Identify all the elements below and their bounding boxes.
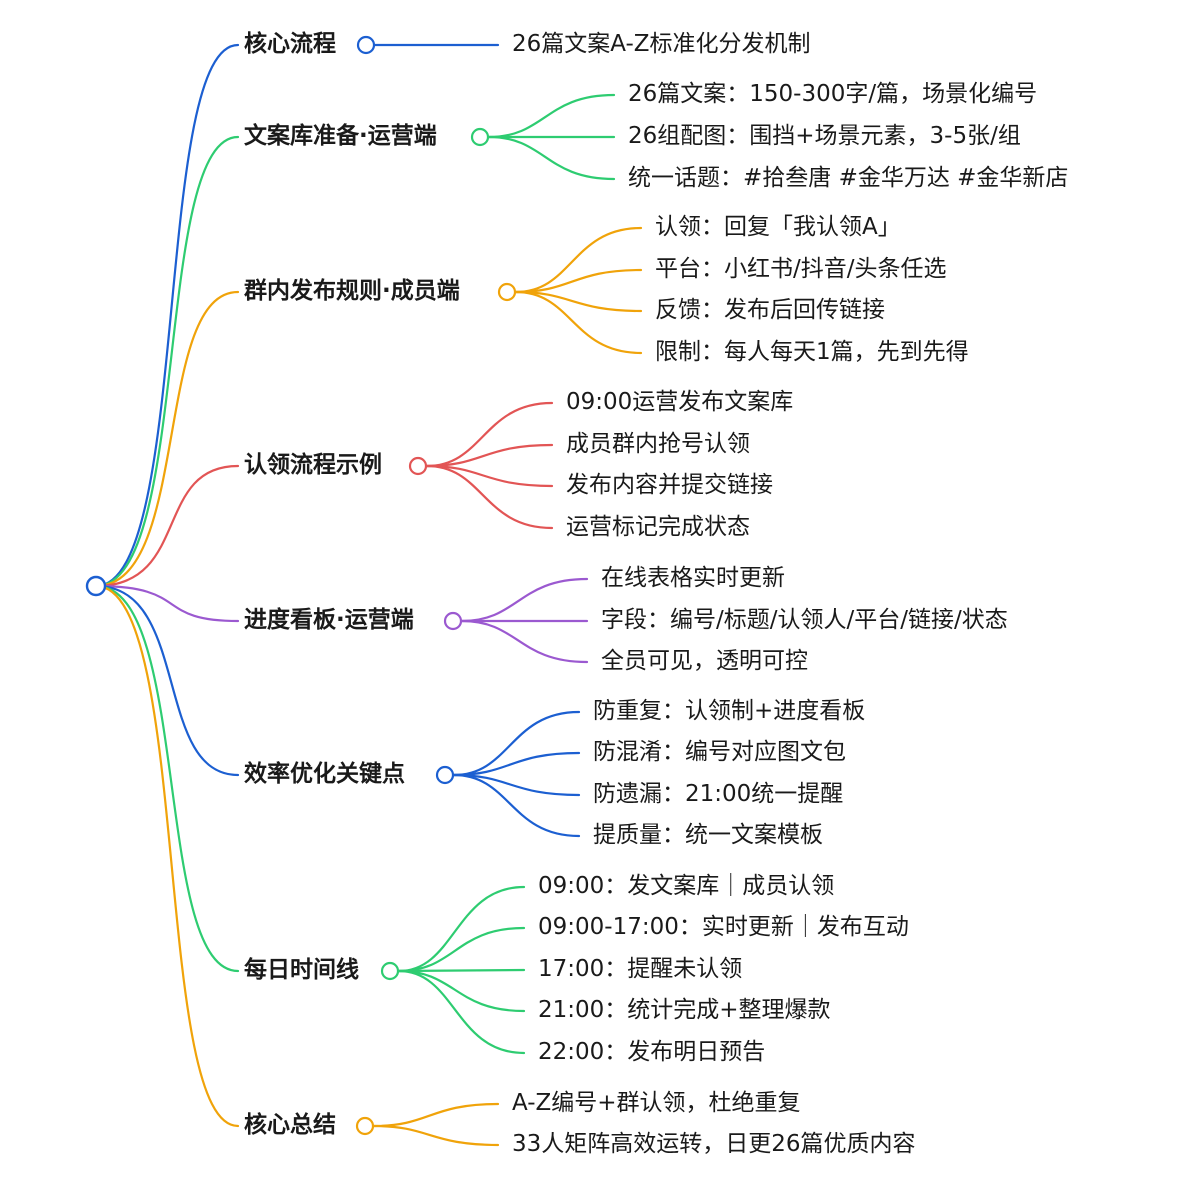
branch-leaf-connector — [372, 1102, 500, 1128]
branch-leaf-connector — [452, 773, 581, 838]
leaf-label: 26篇文案：150-300字/篇，场景化编号 — [628, 81, 1038, 107]
leaf-label: 防混淆：编号对应图文包 — [593, 739, 846, 765]
branch-leaf-connector — [514, 290, 643, 355]
leaf-label: 防重复：认领制+进度看板 — [593, 698, 866, 724]
leaf-label: 统一话题：#拾叁唐 #金华万达 #金华新店 — [628, 165, 1069, 191]
root-branch-connector — [94, 43, 240, 588]
root-branch-connector — [94, 584, 240, 623]
root-branch-connector — [94, 135, 240, 588]
branch-label-board: 进度看板·运营端 — [244, 607, 414, 633]
leaf-label: 09:00运营发布文案库 — [566, 389, 794, 415]
leaf-label: 21:00：统计完成+整理爆款 — [538, 997, 831, 1023]
branch-leaf-connector — [460, 619, 589, 664]
branch-leaf-connector — [452, 710, 581, 777]
branch-node-circle — [356, 35, 376, 55]
branch-leaf-connector — [452, 773, 581, 797]
branch-node-circle — [497, 282, 517, 302]
leaf-label: 运营标记完成状态 — [566, 514, 750, 540]
branch-leaf-connector — [425, 464, 554, 530]
branch-leaf-connector — [425, 464, 554, 488]
branch-leaf-connector — [460, 577, 589, 623]
branch-leaf-connector — [487, 93, 616, 139]
branch-node-circle — [470, 127, 490, 147]
branch-leaf-connector — [452, 751, 581, 777]
branch-label-core: 核心流程 — [244, 31, 336, 57]
leaf-label: 反馈：发布后回传链接 — [655, 297, 885, 323]
leaf-label: 22:00：发布明日预告 — [538, 1039, 766, 1065]
leaf-label: 防遗漏：21:00统一提醒 — [593, 781, 844, 807]
branch-leaf-connector — [514, 290, 643, 313]
branch-label-summary: 核心总结 — [244, 1112, 336, 1138]
leaf-label: 平台：小红书/抖音/头条任选 — [655, 256, 947, 282]
branch-leaf-connector — [397, 969, 526, 1013]
leaf-label: 33人矩阵高效运转，日更26篇优质内容 — [512, 1131, 916, 1157]
branch-label-claim: 认领流程示例 — [244, 452, 382, 478]
branch-node-circle — [380, 961, 400, 981]
branch-leaf-connector — [397, 969, 526, 1055]
leaf-label: 26组配图：围挡+场景元素，3-5张/组 — [628, 123, 1021, 149]
branch-leaf-connector — [397, 926, 526, 973]
branch-leaf-connector — [514, 226, 643, 294]
branch-leaf-connector — [372, 1124, 500, 1147]
leaf-label: 全员可见，透明可控 — [601, 648, 808, 674]
leaf-label: 在线表格实时更新 — [601, 565, 785, 591]
leaf-label: 限制：每人每天1篇，先到先得 — [655, 339, 969, 365]
branch-leaf-connector — [397, 968, 526, 973]
branch-label-library: 文案库准备·运营端 — [244, 123, 437, 149]
branch-node-circle — [408, 456, 428, 476]
root-branch-connector — [94, 464, 240, 588]
branch-leaf-connector — [425, 443, 554, 468]
leaf-label: 09:00-17:00：实时更新｜发布互动 — [538, 914, 909, 940]
branch-node-circle — [443, 611, 463, 631]
branch-leaf-connector — [487, 135, 616, 181]
leaf-label: 提质量：统一文案模板 — [593, 822, 823, 848]
branch-leaf-connector — [514, 268, 643, 294]
branch-leaf-connector — [397, 885, 526, 973]
leaf-label: 认领：回复「我认领A」 — [655, 214, 901, 240]
root-branch-connector — [94, 290, 240, 588]
branch-node-circle — [435, 765, 455, 785]
leaf-label: 发布内容并提交链接 — [566, 472, 773, 498]
leaf-label: A-Z编号+群认领，杜绝重复 — [512, 1090, 801, 1116]
leaf-label: 17:00：提醒未认领 — [538, 956, 743, 982]
root-branch-connector — [94, 584, 240, 1128]
root-branch-connector — [94, 584, 240, 973]
root-branch-connector — [94, 584, 240, 777]
root-node-circle — [85, 575, 107, 597]
leaf-label: 26篇文案A-Z标准化分发机制 — [512, 31, 811, 57]
branch-label-efficiency: 效率优化关键点 — [244, 761, 405, 787]
leaf-label: 字段：编号/标题/认领人/平台/链接/状态 — [601, 607, 1008, 633]
leaf-label: 成员群内抢号认领 — [566, 431, 750, 457]
branch-node-circle — [355, 1116, 375, 1136]
branch-label-rules: 群内发布规则·成员端 — [244, 278, 460, 304]
leaf-label: 09:00：发文案库｜成员认领 — [538, 873, 835, 899]
branch-label-timeline: 每日时间线 — [244, 957, 359, 983]
branch-leaf-connector — [425, 401, 554, 468]
